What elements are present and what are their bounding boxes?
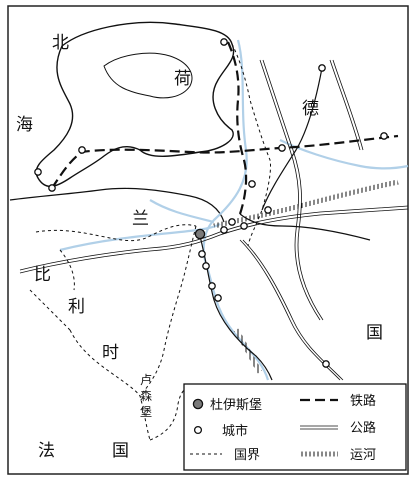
legend-box (183, 383, 407, 471)
city-marker (318, 64, 326, 72)
city-marker (48, 184, 56, 192)
label-netherlands-1: 荷 (174, 69, 191, 89)
city-marker (248, 180, 256, 188)
city-marker (78, 146, 86, 154)
label-germany-1: 德 (302, 99, 319, 119)
legend-key-city-symbol (192, 398, 204, 410)
city-marker (322, 360, 330, 368)
legend-key-city-label: 杜伊斯堡 (210, 397, 262, 413)
city-marker (380, 132, 388, 140)
label-luxembourg-1: 卢 (140, 372, 152, 387)
city-marker (220, 226, 228, 234)
legend-highway-label: 公路 (350, 420, 376, 436)
legend-city-symbol (193, 425, 203, 435)
legend-canal-label: 运河 (350, 448, 376, 463)
label-north-sea-2: 海 (16, 115, 33, 135)
cities (34, 38, 388, 368)
rivers (59, 39, 409, 381)
city-marker (264, 206, 272, 214)
canals (213, 179, 399, 374)
legend-border-label: 国界 (234, 448, 260, 463)
label-belgium-2: 利 (68, 297, 85, 317)
coastline (35, 21, 235, 187)
railways (51, 41, 399, 215)
key-city-marker-duisburg (194, 228, 206, 240)
label-luxembourg-3: 堡 (140, 404, 152, 419)
map-frame (7, 5, 409, 475)
label-luxembourg-2: 森 (140, 388, 152, 403)
label-netherlands-2: 兰 (132, 209, 149, 229)
legend-railway-label: 铁路 (350, 393, 376, 409)
city-marker (198, 250, 206, 258)
city-marker (240, 222, 248, 230)
legend-city-label: 城市 (222, 423, 248, 439)
city-marker (214, 294, 222, 302)
label-belgium-1: 比 (34, 265, 51, 285)
city-marker (34, 168, 42, 176)
city-marker (278, 144, 286, 152)
city-marker (202, 262, 210, 270)
legend: 杜伊斯堡 城市 国界 铁路 公路 运河 (183, 383, 407, 471)
label-france-1: 法 (38, 441, 55, 461)
city-marker (208, 282, 216, 290)
coastline-inner (103, 52, 193, 99)
label-north-sea-1: 北 (52, 33, 69, 53)
city-marker (228, 218, 236, 226)
city-marker (220, 38, 228, 46)
label-belgium-3: 时 (102, 343, 119, 363)
coast-shore (9, 187, 225, 223)
railways-thin (199, 67, 371, 381)
label-germany-2: 国 (366, 323, 383, 343)
label-france-2: 国 (112, 441, 129, 461)
